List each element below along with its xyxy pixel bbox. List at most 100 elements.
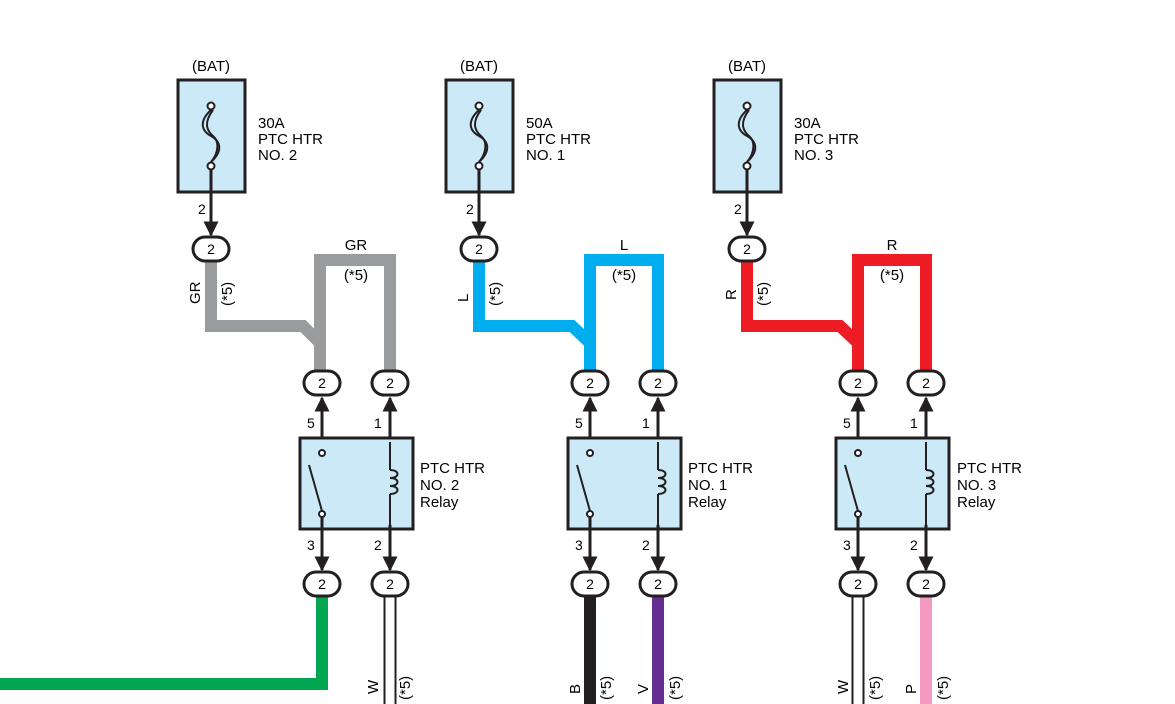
fuse-rating: 30A — [258, 115, 285, 132]
fuse-pin-number: 2 — [198, 201, 206, 217]
fuse-source-label: (BAT) — [460, 58, 498, 75]
output-wire-note: (*5) — [667, 676, 684, 700]
output-wire-note: (*5) — [935, 676, 952, 700]
connector — [570, 570, 610, 598]
fuse-icon — [737, 101, 757, 171]
relay-name-line3: Relay — [688, 494, 727, 511]
relay-name-line2: NO. 3 — [957, 477, 996, 494]
connector-number: 2 — [654, 576, 662, 592]
relay-coil-icon — [657, 442, 667, 525]
feed-wire-note: (*5) — [219, 282, 236, 306]
output-wire-color-code: W — [835, 679, 852, 694]
relay-name-line2: NO. 2 — [420, 477, 459, 494]
fuse-pin-number: 2 — [734, 201, 742, 217]
relay-name-line1: PTC HTR — [688, 460, 753, 477]
branch-wire-note: (*5) — [880, 267, 904, 284]
output-wire-color-code: P — [903, 684, 920, 694]
output-wire-note: (*5) — [598, 676, 615, 700]
connector — [570, 369, 610, 397]
connector — [906, 369, 946, 397]
fuse-icon — [201, 101, 221, 171]
connector — [838, 570, 878, 598]
relay-pin-number: 3 — [575, 537, 583, 553]
relay-pin-number: 1 — [642, 415, 650, 431]
connector-number: 2 — [318, 576, 326, 592]
fuse-source-label: (BAT) — [728, 58, 766, 75]
output-wire-color-code: V — [635, 684, 652, 694]
output-wire-color-code: B — [567, 684, 584, 694]
relay-pin-number: 5 — [575, 415, 583, 431]
connector-number: 2 — [854, 576, 862, 592]
relay-name-line1: PTC HTR — [957, 460, 1022, 477]
relay-pin-number: 5 — [307, 415, 315, 431]
relay-coil-icon — [925, 442, 935, 525]
fuse-source-label: (BAT) — [192, 58, 230, 75]
relay-name-line3: Relay — [420, 494, 459, 511]
relay-pin-number: 3 — [307, 537, 315, 553]
fuse-pin-number: 2 — [466, 201, 474, 217]
relay-name-line3: Relay — [957, 494, 996, 511]
connector — [370, 369, 410, 397]
l-branch-wire — [584, 254, 664, 370]
relay-pin-number: 2 — [910, 537, 918, 553]
connector-number: 2 — [922, 375, 930, 391]
branch-wire-color-code: L — [620, 237, 628, 254]
connector — [191, 235, 231, 263]
connector — [906, 570, 946, 598]
relay-pin-number: 2 — [374, 537, 382, 553]
connector-number: 2 — [386, 375, 394, 391]
connector-number: 2 — [475, 241, 483, 257]
green-output-wire — [0, 596, 328, 690]
branch-wire-note: (*5) — [344, 267, 368, 284]
relay-pin-number: 1 — [910, 415, 918, 431]
branch-wire-color-code: GR — [345, 237, 368, 254]
feed-wire-color-code: L — [455, 294, 472, 302]
connector — [302, 570, 342, 598]
r-feed-wire — [741, 262, 864, 370]
connector-number: 2 — [586, 576, 594, 592]
connector-number: 2 — [207, 241, 215, 257]
feed-wire-color-code: R — [723, 289, 740, 300]
fuse-name-line1: PTC HTR — [258, 131, 323, 148]
fuse-group-3: (BAT) 30A PTC HTR NO. 3 2 2 — [712, 58, 859, 263]
connector-number: 2 — [654, 375, 662, 391]
relay-name-line1: PTC HTR — [420, 460, 485, 477]
r-branch-wire — [852, 254, 932, 370]
fuse-rating: 50A — [526, 115, 553, 132]
connector — [370, 570, 410, 598]
fuse-group-1: (BAT) 30A PTC HTR NO. 2 2 2 — [176, 58, 323, 263]
connector — [302, 369, 342, 397]
connector-number: 2 — [743, 241, 751, 257]
connector-number: 2 — [854, 375, 862, 391]
relay-pin-number: 1 — [374, 415, 382, 431]
feed-wire-note: (*5) — [487, 282, 504, 306]
connector-number: 2 — [386, 576, 394, 592]
gr-feed-wire — [205, 262, 326, 370]
relay-pin-number: 2 — [642, 537, 650, 553]
branch-wire-color-code: R — [887, 237, 898, 254]
fuse-name-line1: PTC HTR — [794, 131, 859, 148]
output-wire-note: (*5) — [397, 676, 414, 700]
connector-number: 2 — [586, 375, 594, 391]
relay-group-3: 2 2 5 1 PTC HTR NO. 3 Relay 3 2 2 2 — [834, 369, 1022, 598]
fuse-group-2: (BAT) 50A PTC HTR NO. 1 2 2 — [444, 58, 591, 263]
relay-name-line2: NO. 1 — [688, 477, 727, 494]
connector-number: 2 — [922, 576, 930, 592]
relay-pin-number: 5 — [843, 415, 851, 431]
relay-group-1: 2 2 5 1 PTC HTR NO. 2 Relay 3 2 2 2 — [298, 369, 485, 598]
fuse-name-line2: NO. 3 — [794, 147, 833, 164]
connector — [638, 570, 678, 598]
relay-group-2: 2 2 5 1 PTC HTR NO. 1 Relay 3 2 2 2 — [566, 369, 753, 598]
connector — [838, 369, 878, 397]
feed-wire-color-code: GR — [187, 281, 204, 304]
connector — [638, 369, 678, 397]
output-wire-note: (*5) — [867, 676, 884, 700]
l-feed-wire — [473, 262, 596, 370]
branch-wire-note: (*5) — [612, 267, 636, 284]
fuse-name-line1: PTC HTR — [526, 131, 591, 148]
fuse-rating: 30A — [794, 115, 821, 132]
gr-branch-wire — [314, 254, 396, 370]
output-wire-color-code: W — [365, 679, 382, 694]
fuse-name-line2: NO. 1 — [526, 147, 565, 164]
